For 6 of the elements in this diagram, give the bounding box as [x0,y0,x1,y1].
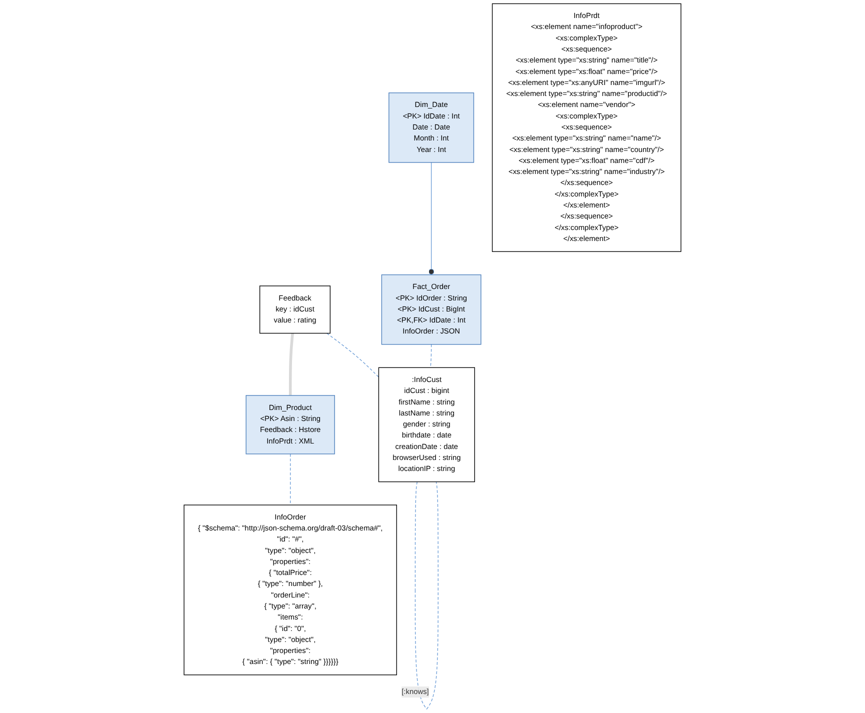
connector [290,454,291,506]
connector [414,481,438,710]
connector [326,332,380,378]
connector [430,344,432,368]
connector [288,333,294,396]
connector [428,162,434,276]
